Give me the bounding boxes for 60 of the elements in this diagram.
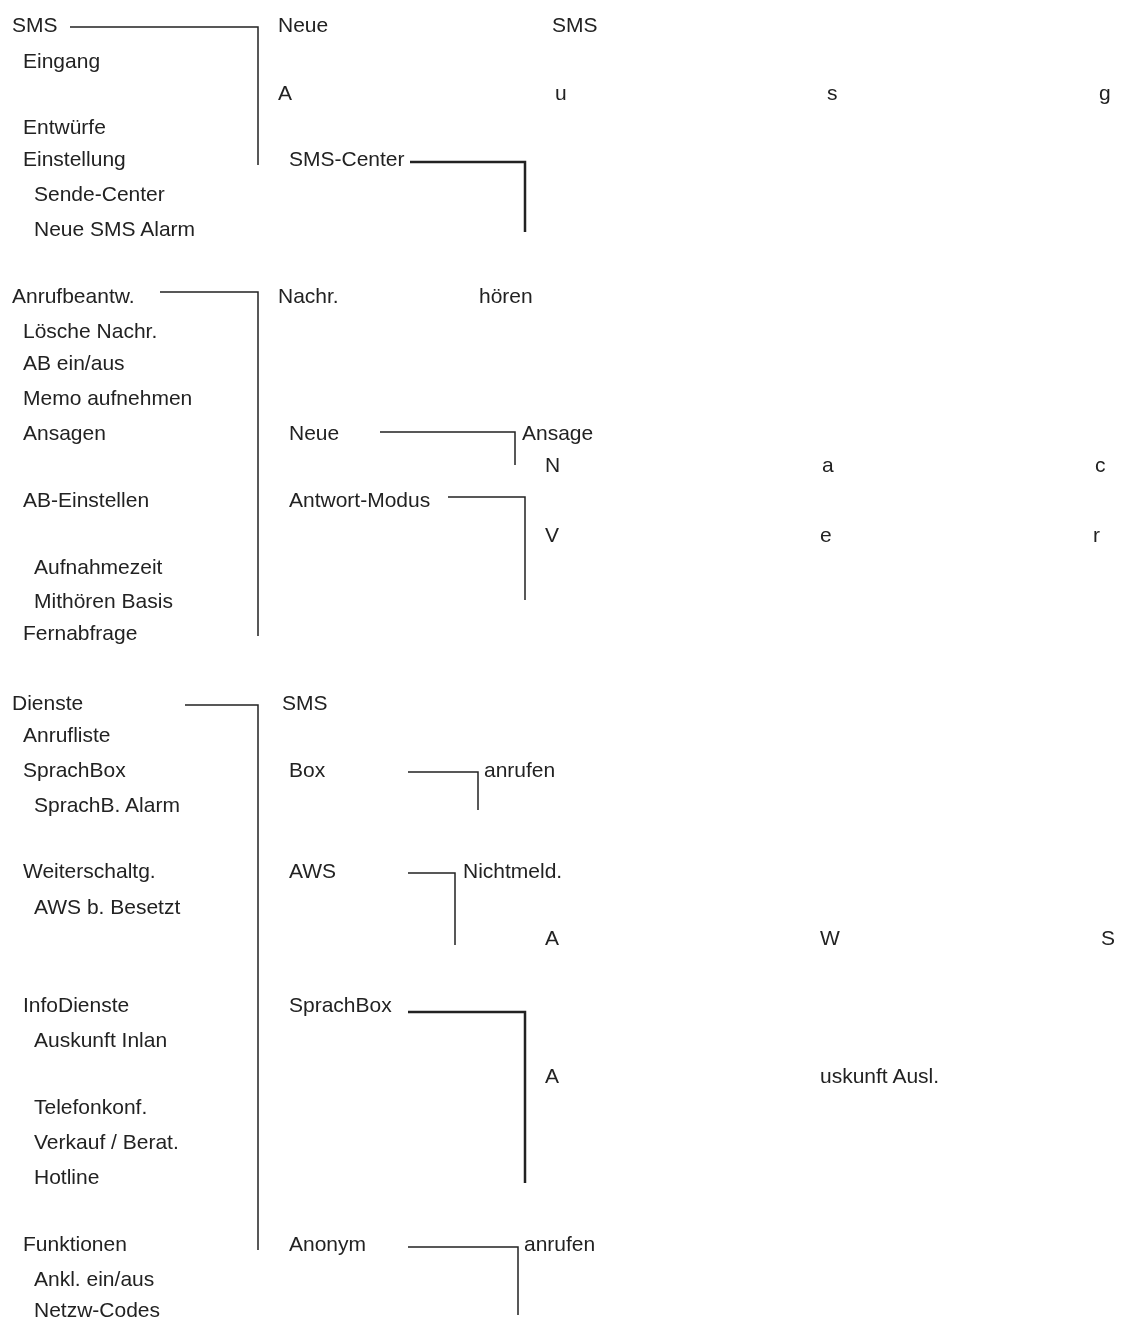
menu-item: Anrufliste [23,723,111,747]
menu-item: uskunft Ausl. [820,1064,940,1088]
menu-item: Mithören Basis [34,589,173,613]
menu-item: Funktionen [23,1232,127,1256]
menu-item: Antwort-Modus [289,488,431,512]
menu-item: Neue [278,13,329,37]
menu-item: Sende-Center [34,182,165,206]
menu-item: u [555,81,567,105]
menu-item: anrufen [524,1232,596,1256]
menu-item: s [827,81,838,105]
menu-item: A [278,81,292,105]
menu-item: Eingang [23,49,101,73]
menu-item: SMS [12,13,58,37]
menu-item: Telefonkonf. [34,1095,148,1119]
menu-item: Anonym [289,1232,367,1256]
menu-item: S [1101,926,1115,950]
menu-item: SprachBox [289,993,392,1017]
menu-item: SMS [552,13,598,37]
menu-item: Box [289,758,326,782]
menu-item: Neue [289,421,340,445]
menu-item: Ansage [522,421,594,445]
menu-item: a [822,453,834,477]
menu-item: Entwürfe [23,115,106,139]
menu-item: Weiterschaltg. [23,859,156,883]
menu-item: Nichtmeld. [463,859,563,883]
menu-item: Netzw-Codes [34,1298,161,1322]
menu-item: AB ein/aus [23,351,125,375]
menu-item: Aufnahmezeit [34,555,163,579]
menu-item: A [545,1064,559,1088]
menu-item: r [1093,523,1100,547]
menu-item: SprachBox [23,758,126,782]
menu-item: Fernabfrage [23,621,138,645]
menu-item: Ansagen [23,421,106,445]
menu-item: V [545,523,559,547]
menu-item: Dienste [12,691,84,715]
menu-item: AWS b. Besetzt [34,895,181,919]
menu-item: AB-Einstellen [23,488,150,512]
menu-item: Hotline [34,1165,100,1189]
menu-item: SprachB. Alarm [34,793,180,817]
menu-item: Verkauf / Berat. [34,1130,179,1154]
menu-item: Neue SMS Alarm [34,217,196,241]
menu-item: W [820,926,840,950]
menu-item: e [820,523,832,547]
menu-item: Memo aufnehmen [23,386,193,410]
menu-item: SMS-Center [289,147,405,171]
menu-item: c [1095,453,1106,477]
menu-item: Ankl. ein/aus [34,1267,155,1291]
menu-item: g [1099,81,1111,105]
menu-item: Nachr. [278,284,339,308]
menu-item: anrufen [484,758,556,782]
menu-item: Lösche Nachr. [23,319,158,343]
menu-item: Einstellung [23,147,126,171]
menu-item: InfoDienste [23,993,130,1017]
menu-item: Auskunft Inlan [34,1028,168,1052]
menu-item: AWS [289,859,337,883]
menu-item: SMS [282,691,328,715]
menu-item: hören [479,284,533,308]
menu-item: A [545,926,559,950]
menu-item: N [545,453,561,477]
menu-item: Anrufbeantw. [12,284,135,308]
